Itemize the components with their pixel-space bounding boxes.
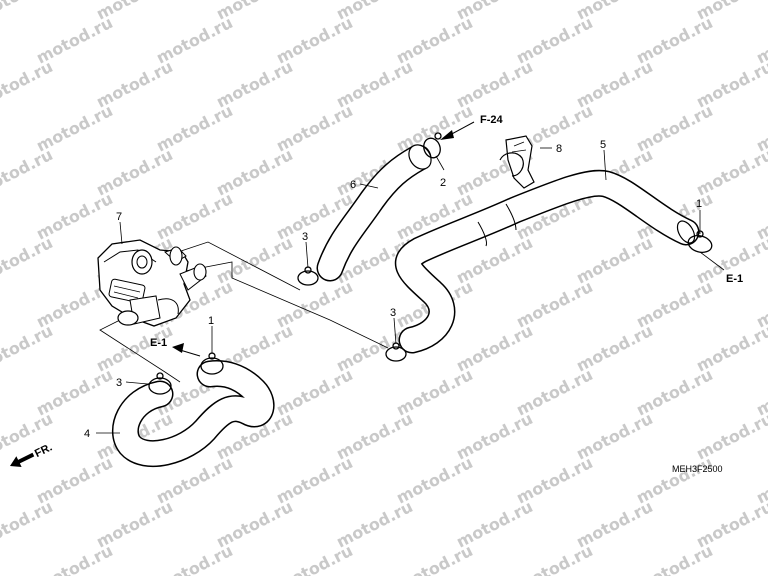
ref-f24: F-24 <box>480 114 504 126</box>
callout-1-right: 1 <box>696 198 702 210</box>
watermark-text: motod.ru <box>753 541 768 576</box>
reference-labels: F-24 E-1 E-1 <box>150 114 743 349</box>
connector-line-lower <box>179 261 389 349</box>
connector-line-left <box>99 319 181 383</box>
callout-3-lower: 3 <box>116 377 122 389</box>
ref-e1-left: E-1 <box>150 337 167 349</box>
clamp-2 <box>423 132 442 159</box>
callout-7: 7 <box>116 211 122 223</box>
watermark-text: motod.ru <box>513 541 596 576</box>
connector-line-upper <box>171 241 301 291</box>
watermark-text: motod.ru <box>273 541 356 576</box>
callout-3-upper: 3 <box>302 231 308 243</box>
reference-arrows <box>172 121 475 357</box>
callout-5: 5 <box>600 139 606 151</box>
watermark-text: motod.ru <box>153 541 236 576</box>
callout-6: 6 <box>350 179 356 191</box>
leader-lines <box>96 147 725 434</box>
callout-2: 2 <box>440 177 446 189</box>
watermark-text: motod.ru <box>633 541 716 576</box>
drawing-code: MEH3F2500 <box>672 464 723 474</box>
watermark-text: motod.ru <box>0 0 56 24</box>
callout-8: 8 <box>556 143 562 155</box>
watermark-text: motod.ru <box>0 57 56 112</box>
clamp-3-lower <box>148 372 172 395</box>
watermark-text: motod.ru <box>33 541 116 576</box>
clamp-3-upper <box>297 266 319 286</box>
ref-e1-right: E-1 <box>726 273 743 285</box>
front-label: FR. <box>33 441 54 460</box>
watermark-text: motod.ru <box>393 541 476 576</box>
thermostat-housing <box>97 239 207 327</box>
watermark-text: motod.ru <box>0 233 56 288</box>
clamp-8 <box>499 135 535 189</box>
connector-lines <box>99 241 389 383</box>
hose-5 <box>394 169 700 354</box>
watermark-text: motod.ru <box>0 497 56 552</box>
front-arrow-icon <box>10 452 35 468</box>
hose-6 <box>316 144 432 282</box>
watermark-text: motod.ru <box>0 145 56 200</box>
callout-numbers: 6 2 8 5 1 3 3 1 3 4 7 <box>84 139 702 440</box>
callout-4: 4 <box>84 428 90 440</box>
watermark-text: motod.ru <box>0 321 56 376</box>
callout-3-mid: 3 <box>390 307 396 319</box>
callout-1-left: 1 <box>208 315 214 327</box>
hose-4 <box>112 360 275 467</box>
